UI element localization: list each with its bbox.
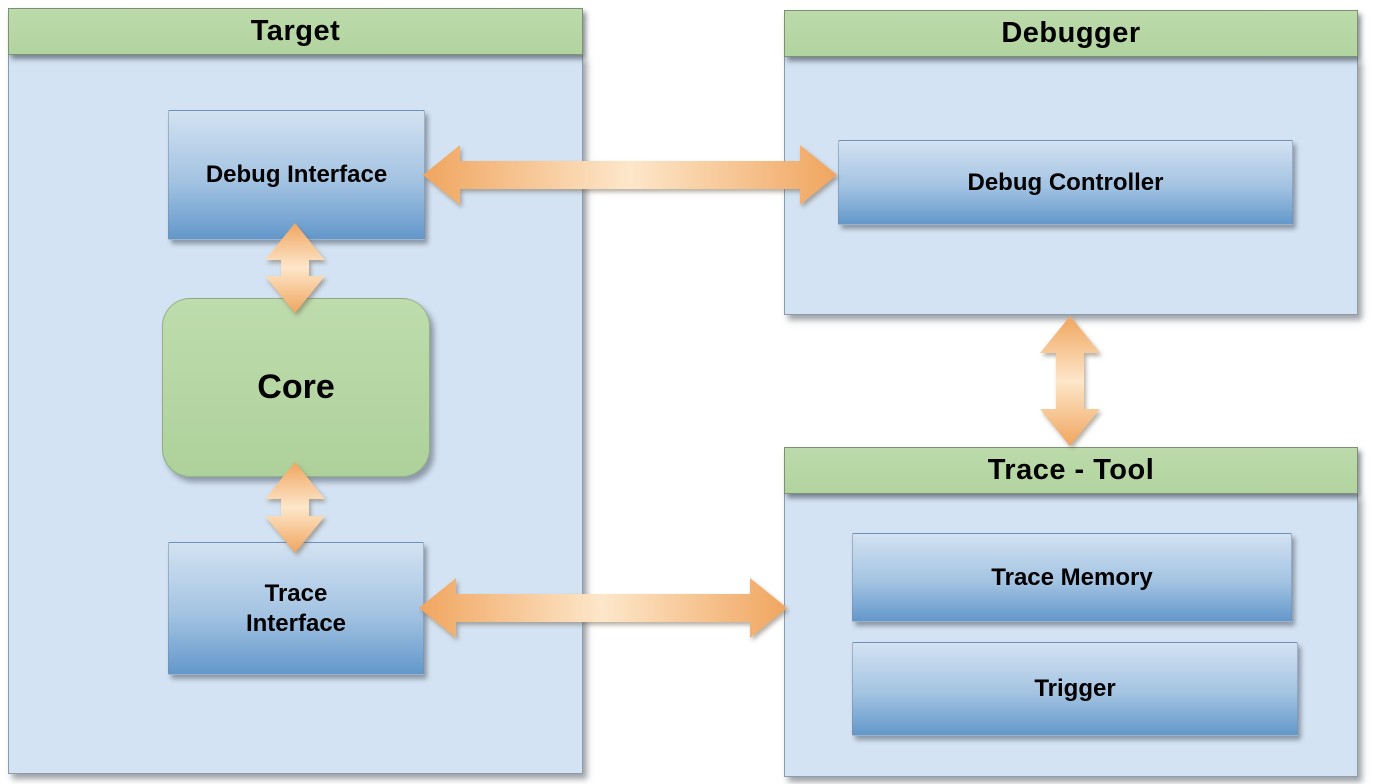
debug-controller-node: Debug Controller xyxy=(838,140,1293,225)
arrow-core-trace-interface-icon xyxy=(265,462,325,553)
trace-tool-header: Trace - Tool xyxy=(784,447,1358,494)
debug-interface-label: Debug Interface xyxy=(205,161,388,188)
trace-tool-title: Trace - Tool xyxy=(987,454,1155,486)
trigger-node: Trigger xyxy=(852,642,1298,736)
arrow-debugger-trace-tool-icon xyxy=(1040,316,1100,446)
arrow-trace-interface-trace-tool-icon xyxy=(419,578,787,638)
trace-interface-label: Trace Interface xyxy=(245,579,347,637)
trace-memory-node: Trace Memory xyxy=(852,533,1292,622)
trigger-label: Trigger xyxy=(1034,675,1116,702)
debug-controller-label: Debug Controller xyxy=(967,168,1164,196)
target-header: Target xyxy=(8,8,583,55)
arrow-debug-interface-debug-controller-icon xyxy=(423,145,837,205)
target-title: Target xyxy=(250,15,341,47)
core-label: Core xyxy=(257,368,335,407)
core-node: Core xyxy=(162,298,430,477)
debugger-header: Debugger xyxy=(784,10,1358,57)
debug-interface-node: Debug Interface xyxy=(168,110,425,240)
arrow-debug-interface-core-icon xyxy=(265,223,325,313)
trace-interface-node: Trace Interface xyxy=(168,542,424,675)
trace-memory-label: Trace Memory xyxy=(991,563,1153,591)
debugger-title: Debugger xyxy=(1001,17,1141,49)
